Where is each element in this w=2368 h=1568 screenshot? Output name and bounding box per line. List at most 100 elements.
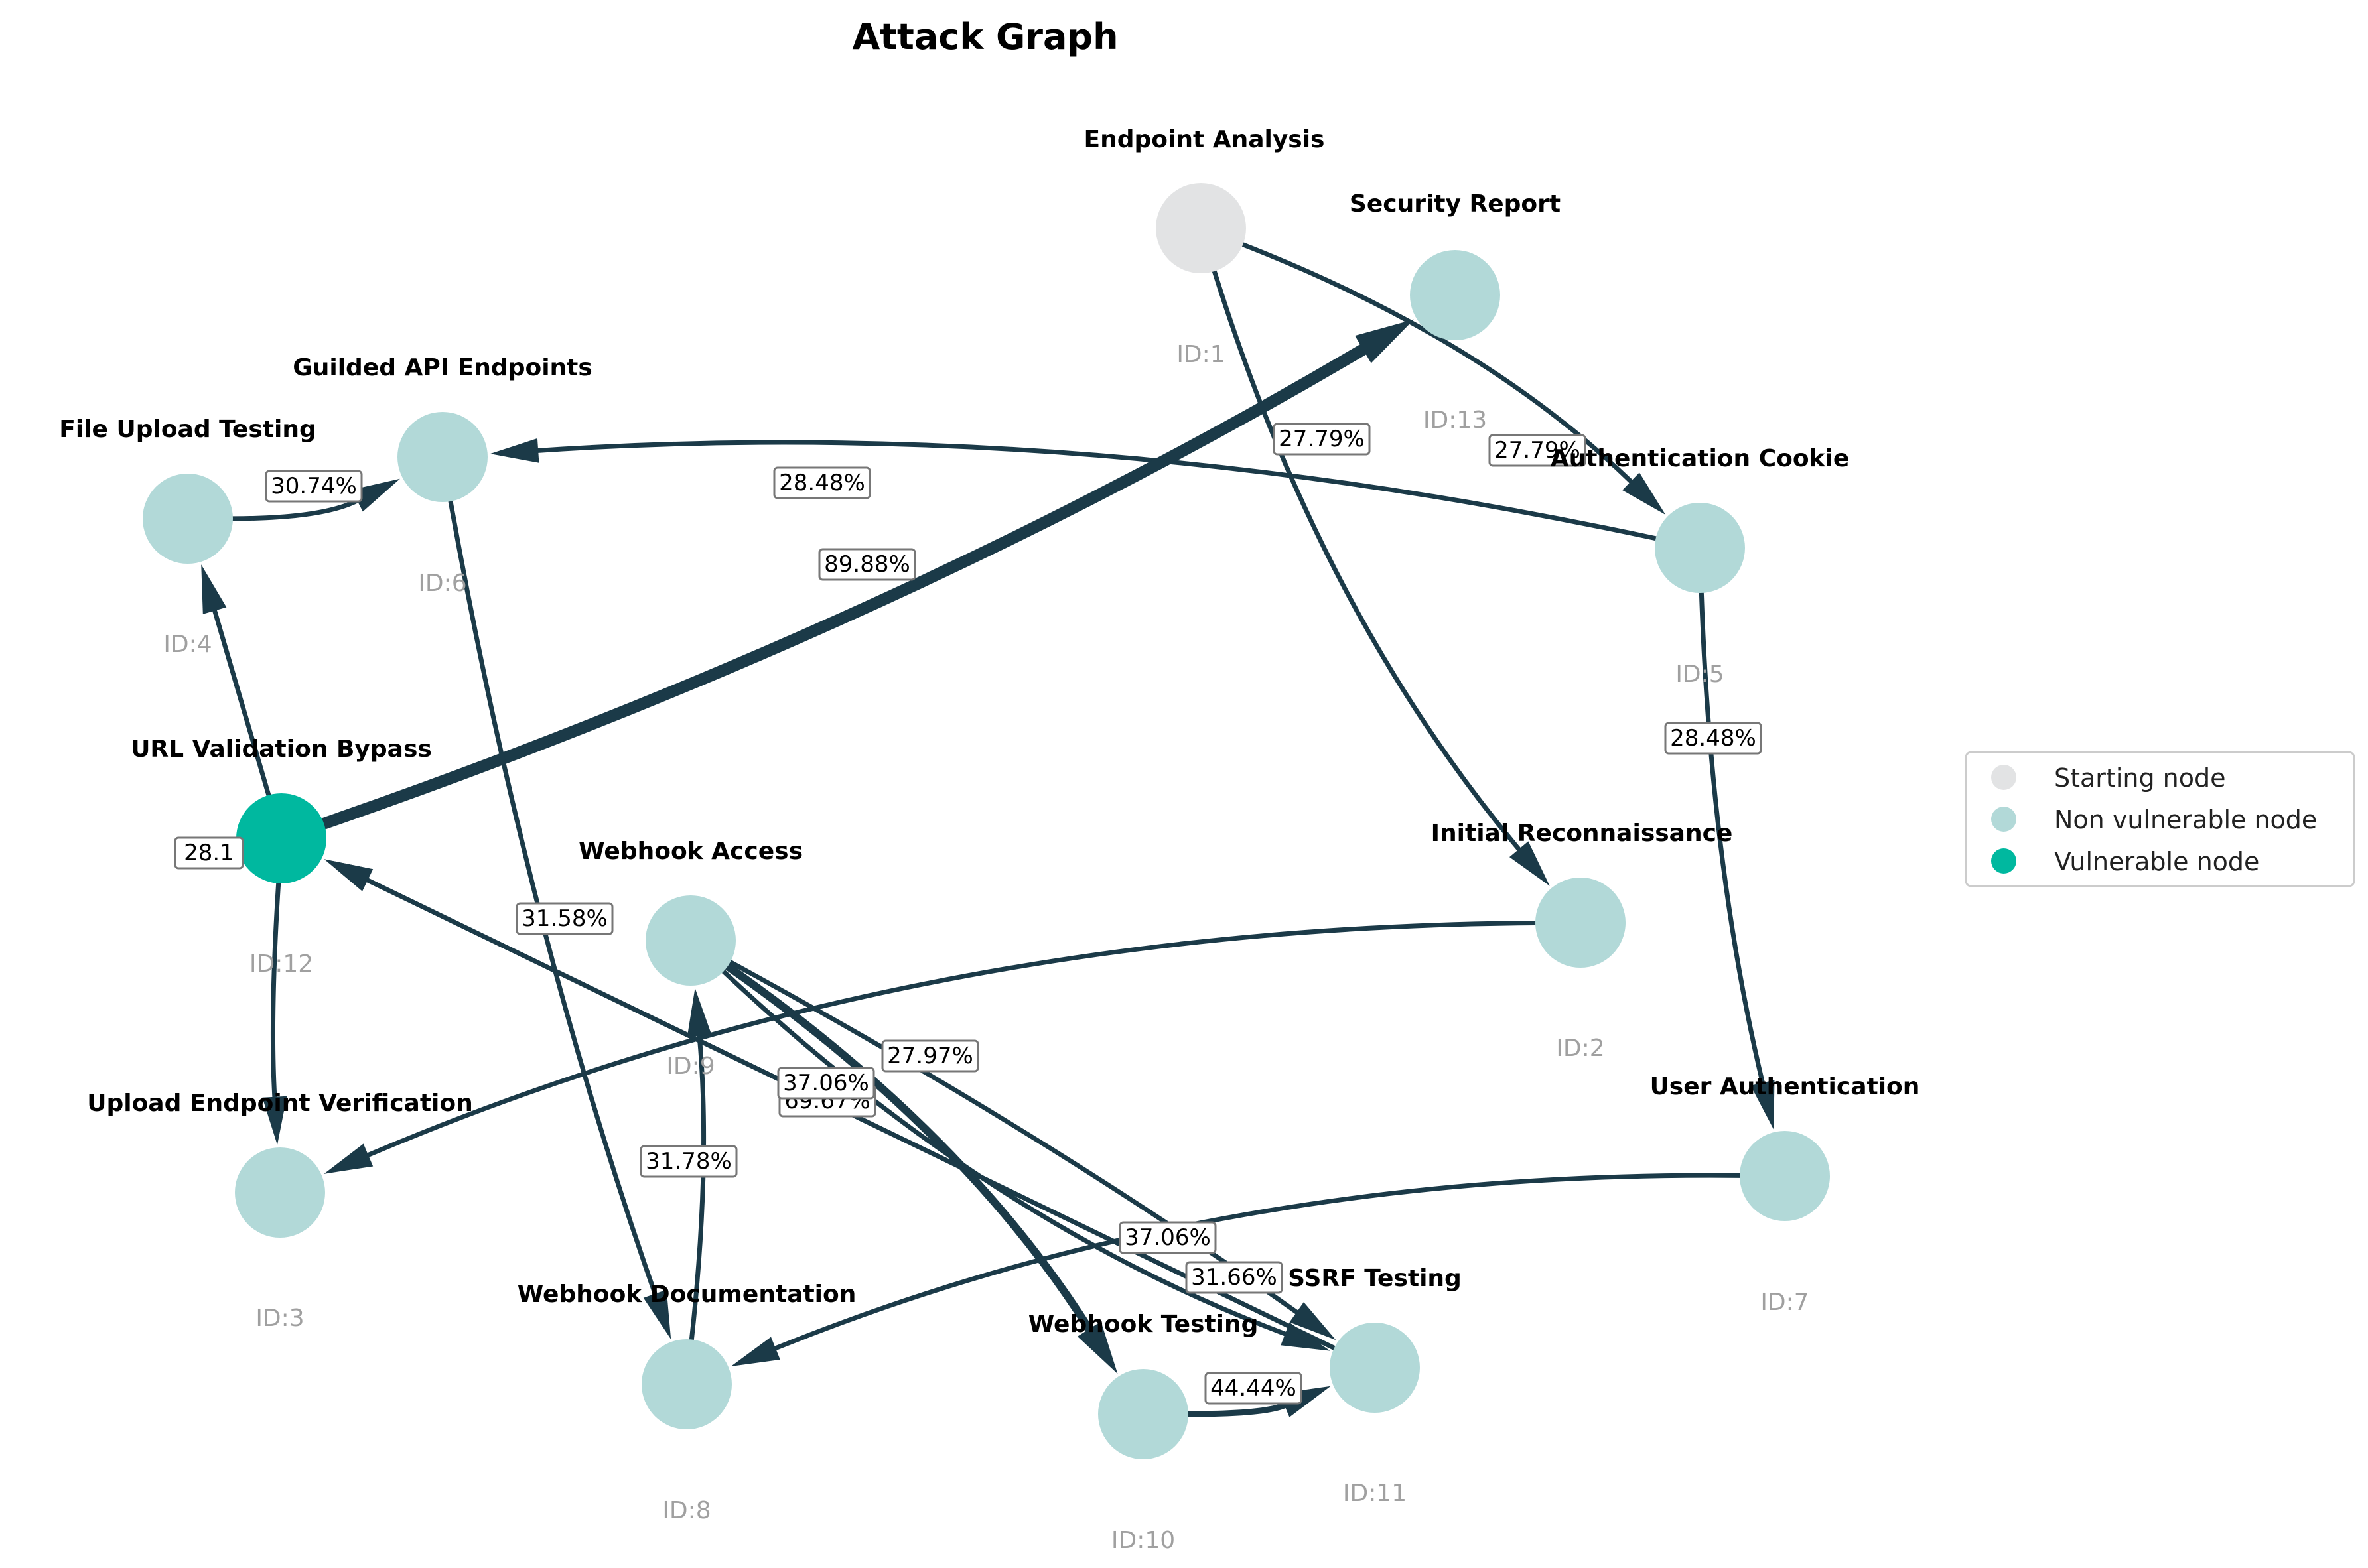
edge-6-to-8 xyxy=(448,499,658,1297)
node-7[interactable] xyxy=(1740,1131,1830,1221)
legend: Starting node Non vulnerable node Vulner… xyxy=(1965,751,2355,887)
edge-5-to-7 xyxy=(1699,590,1765,1085)
node-name-label: Webhook Testing xyxy=(1028,1311,1259,1338)
node-12[interactable] xyxy=(236,793,326,883)
edge-probability-box xyxy=(1488,434,1586,467)
node-name-label: Webhook Access xyxy=(579,838,803,865)
edge-probability-box xyxy=(818,548,916,581)
node-id-label: ID:11 xyxy=(1343,1480,1407,1507)
edge-probability-box xyxy=(1273,423,1371,456)
edge-probability-label: 30.74% xyxy=(265,470,363,503)
edge-probability-box xyxy=(777,1067,875,1100)
node-9[interactable] xyxy=(646,895,736,986)
edge-probability-box xyxy=(1185,1261,1283,1294)
edge-arrowhead-12-to-4 xyxy=(201,564,227,614)
edge-probability-label: 31.58% xyxy=(516,902,614,935)
edge-probability-text: 37.06% xyxy=(783,1070,869,1096)
edge-arrowhead-1-to-2 xyxy=(1509,841,1550,886)
node-name-label: File Upload Testing xyxy=(59,416,316,443)
edge-probability-label: 31.78% xyxy=(640,1145,738,1178)
node-1[interactable] xyxy=(1156,183,1246,273)
edge-probability-text: 31.66% xyxy=(1191,1264,1277,1291)
edge-probability-text: 28.48% xyxy=(779,470,865,496)
edge-probability-text: 89.88% xyxy=(824,551,910,578)
edge-probability-box xyxy=(881,1039,979,1073)
node-id-label: ID:4 xyxy=(163,631,212,658)
edge-probability-text: 30.74% xyxy=(271,473,357,499)
edge-probability-label: 27.79% xyxy=(1488,434,1586,467)
edge-7-to-8 xyxy=(773,1173,1742,1351)
edges-layer xyxy=(201,242,1775,1417)
legend-dot-non-vulnerable xyxy=(1991,807,2016,832)
edge-9-to-11 xyxy=(721,969,1288,1337)
edge-probability-label: 89.88% xyxy=(818,548,916,581)
node-id-label: ID:5 xyxy=(1675,661,1724,688)
edge-arrowhead-8-to-9 xyxy=(687,988,712,1037)
edge-probability-text: 44.44% xyxy=(1210,1375,1296,1402)
edge-arrowhead-2-to-3 xyxy=(324,1143,374,1174)
edge-probability-label: 27.79% xyxy=(1273,423,1371,456)
legend-dot-starting xyxy=(1991,765,2016,790)
edge-probability-box xyxy=(640,1145,738,1178)
legend-frame xyxy=(1965,751,2355,887)
edge-probability-label: 28.1 xyxy=(174,836,244,870)
node-id-label: ID:10 xyxy=(1111,1527,1175,1554)
edge-arrowhead-12-to-13 xyxy=(1355,319,1414,363)
node-name-label: Initial Reconnaissance xyxy=(1431,820,1733,847)
node-id-label: ID:7 xyxy=(1760,1289,1809,1316)
edge-probability-box xyxy=(1204,1372,1302,1405)
labels-layer: 27.79% 27.79% 28.48% 28.48% 30.74% 28.1 89.88%… xyxy=(59,126,1919,1554)
node-2[interactable] xyxy=(1535,878,1626,968)
node-3[interactable] xyxy=(235,1147,325,1238)
node-10[interactable] xyxy=(1098,1369,1188,1459)
edge-probability-text: 37.06% xyxy=(1125,1224,1211,1251)
node-id-label: ID:13 xyxy=(1423,407,1487,434)
edge-5-to-6 xyxy=(535,440,1659,541)
node-name-label: Upload Endpoint Verification xyxy=(87,1090,473,1117)
edge-probability-box xyxy=(1664,722,1762,755)
edge-arrowhead-5-to-6 xyxy=(490,438,539,463)
node-13[interactable] xyxy=(1410,250,1500,340)
edge-arrowhead-6-to-8 xyxy=(643,1289,671,1340)
node-4[interactable] xyxy=(143,474,233,564)
edge-probability-label: 27.97% xyxy=(881,1039,979,1073)
edge-12-to-3 xyxy=(270,881,281,1100)
node-name-label: User Authentication xyxy=(1650,1073,1920,1100)
node-name-label: Endpoint Analysis xyxy=(1084,126,1325,153)
node-id-label: ID:3 xyxy=(255,1305,304,1332)
legend-label-vulnerable: Vulnerable node xyxy=(2054,847,2259,876)
edge-probability-label: 44.44% xyxy=(1204,1372,1302,1405)
edge-arrowhead-7-to-8 xyxy=(731,1337,780,1366)
node-name-label: SSRF Testing xyxy=(1288,1265,1462,1292)
node-id-label: ID:9 xyxy=(666,1053,715,1080)
node-id-label: ID:6 xyxy=(418,570,466,597)
node-name-label: URL Validation Bypass xyxy=(131,736,432,763)
nodes-layer xyxy=(143,183,1830,1459)
edge-probability-label: 28.48% xyxy=(1664,722,1762,755)
edge-arrowhead-5-to-7 xyxy=(1750,1080,1775,1130)
node-name-label: Webhook Documentation xyxy=(518,1281,857,1308)
node-11[interactable] xyxy=(1330,1323,1420,1413)
node-8[interactable] xyxy=(642,1339,732,1429)
edge-probability-box xyxy=(1119,1221,1217,1254)
legend-label-non-vulnerable: Non vulnerable node xyxy=(2054,805,2317,834)
node-name-label: Security Report xyxy=(1350,190,1561,218)
edge-probability-box xyxy=(265,470,363,503)
edge-probability-box xyxy=(516,902,614,935)
edge-probability-text: 31.78% xyxy=(646,1148,732,1175)
edge-probability-text: 28.1 xyxy=(184,840,234,866)
edge-probability-label: 28.48% xyxy=(773,466,871,499)
node-6[interactable] xyxy=(397,412,488,502)
edge-4-to-6 xyxy=(230,498,360,521)
edge-probability-text: 31.58% xyxy=(522,905,608,932)
node-id-label: ID:12 xyxy=(249,950,313,978)
node-5[interactable] xyxy=(1655,503,1745,593)
edge-probability-text: 27.79% xyxy=(1279,426,1365,452)
node-id-label: ID:8 xyxy=(662,1497,711,1524)
node-name-label: Authentication Cookie xyxy=(1551,445,1850,472)
edge-probability-label: 37.06% xyxy=(777,1067,875,1100)
legend-dot-vulnerable xyxy=(1991,848,2016,874)
edge-arrowhead-1-to-5 xyxy=(1622,472,1666,515)
edge-1-to-5 xyxy=(1240,242,1634,484)
